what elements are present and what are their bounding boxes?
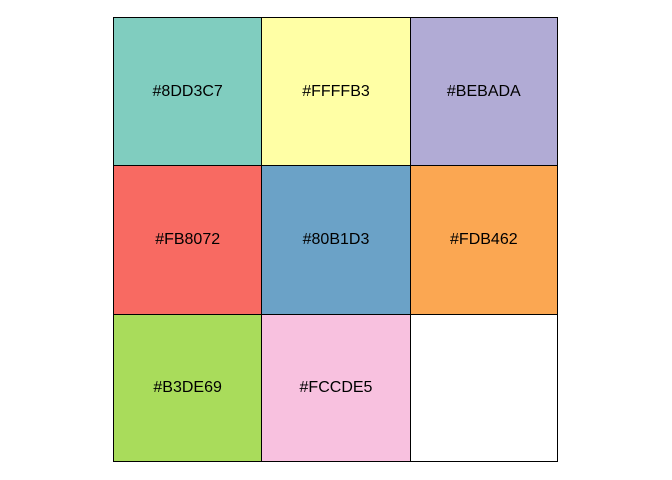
swatch-3: #BEBADA (409, 17, 558, 167)
swatch-label: #80B1D3 (302, 230, 370, 248)
color-swatch-grid: #8DD3C7 #FFFFB3 #BEBADA #FB8072 #80B1D3 … (113, 17, 558, 462)
swatch-label: #FCCDE5 (299, 378, 373, 396)
swatch-8: #FCCDE5 (261, 313, 411, 462)
swatch-label: #BEBADA (446, 82, 521, 100)
swatch-label: #B3DE69 (153, 378, 222, 396)
swatch-1: #8DD3C7 (113, 17, 263, 167)
swatch-empty (409, 313, 558, 462)
swatch-2: #FFFFB3 (261, 17, 411, 167)
swatch-label: #FFFFB3 (302, 82, 370, 100)
swatch-6: #FDB462 (409, 165, 558, 315)
swatch-label: #FDB462 (450, 230, 518, 248)
swatch-7: #B3DE69 (113, 313, 263, 462)
swatch-label: #FB8072 (155, 230, 221, 248)
swatch-label: #8DD3C7 (152, 82, 223, 100)
swatch-5: #80B1D3 (261, 165, 411, 315)
swatch-4: #FB8072 (113, 165, 263, 315)
